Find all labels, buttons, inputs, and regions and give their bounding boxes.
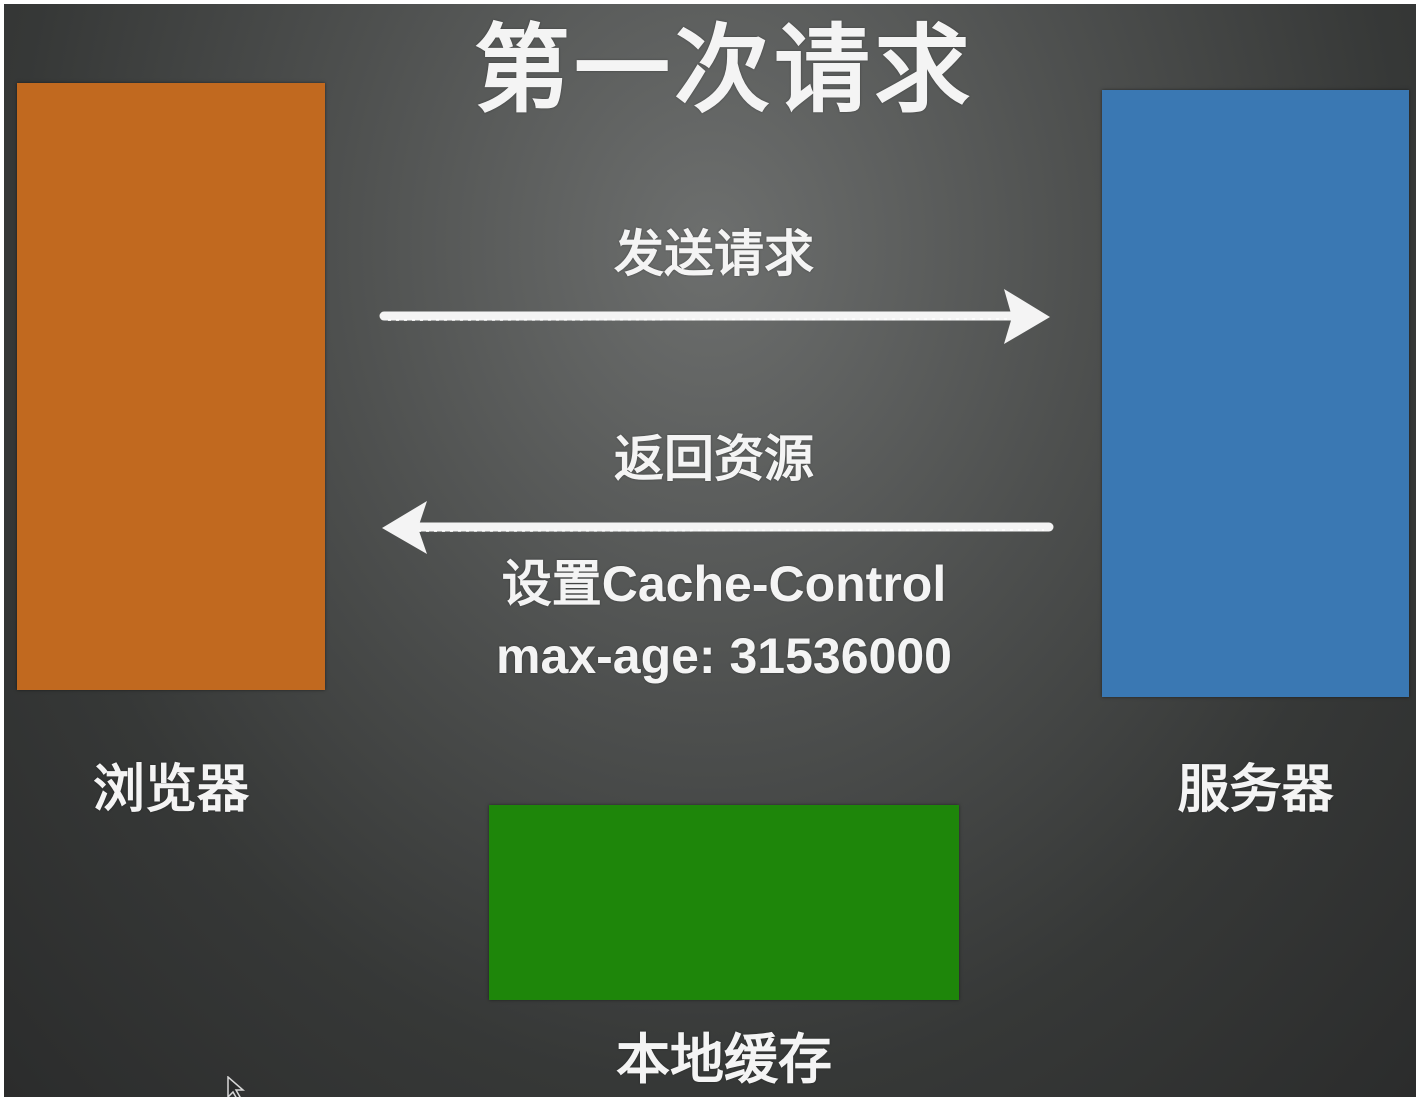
local-cache-label: 本地缓存 xyxy=(616,1028,832,1091)
server-node xyxy=(1102,90,1409,697)
local-cache-node xyxy=(489,805,959,1000)
browser-node xyxy=(17,83,325,690)
max-age-label: max-age: 31536000 xyxy=(496,628,952,684)
send-request-label: 发送请求 xyxy=(614,225,814,283)
server-label: 服务器 xyxy=(1177,760,1334,820)
slide-canvas: 第一次请求 发送请求 返回资源 设置Cache-Control max-age:… xyxy=(4,4,1416,1097)
arrows-layer xyxy=(379,289,1054,554)
browser-label: 浏览器 xyxy=(92,760,249,820)
return-resource-arrow xyxy=(382,501,1054,554)
cache-control-header-label: 设置Cache-Control xyxy=(501,556,947,612)
send-request-arrow xyxy=(379,289,1050,344)
pointer-arrow-icon xyxy=(227,1076,246,1097)
slide-title: 第一次请求 xyxy=(474,14,974,126)
return-resource-label: 返回资源 xyxy=(614,430,814,488)
